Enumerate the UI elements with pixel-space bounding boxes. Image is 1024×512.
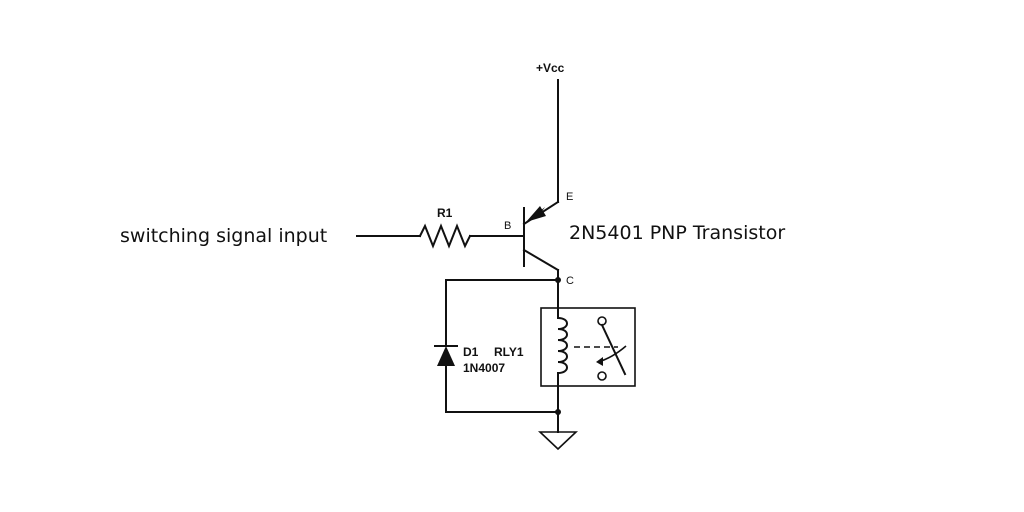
ground-symbol xyxy=(537,431,579,451)
base-pin-label: B xyxy=(504,220,511,232)
diode-d1 xyxy=(437,346,455,366)
relay-contact-bottom xyxy=(597,371,607,381)
resistor-label: R1 xyxy=(437,206,453,220)
diode-ref-label: D1 xyxy=(463,345,479,359)
diode-top-wire xyxy=(445,279,559,347)
relay-contact-top xyxy=(597,316,607,326)
relay-switch-arm xyxy=(600,323,627,376)
relay-rly1 xyxy=(540,307,636,387)
ground-node xyxy=(555,409,561,415)
emitter-pin-label: E xyxy=(566,191,573,203)
relay-action-arrowhead xyxy=(596,357,603,366)
pnp-transistor xyxy=(522,200,560,272)
relay-ref-label: RLY1 xyxy=(494,345,524,359)
relay-coil xyxy=(556,316,568,375)
emitter-arrow-head xyxy=(526,206,546,222)
transistor-collector-leg xyxy=(522,248,560,272)
collector-pin-label: C xyxy=(566,275,574,287)
relay-box xyxy=(540,307,636,387)
input-label: switching signal input xyxy=(120,225,327,247)
diode-part-label: 1N4007 xyxy=(463,361,505,375)
diode-bottom-wire xyxy=(445,365,559,413)
resistor-r1 xyxy=(418,223,472,249)
transistor-label: 2N5401 PNP Transistor xyxy=(569,222,785,244)
vcc-label: +Vcc xyxy=(536,61,565,75)
